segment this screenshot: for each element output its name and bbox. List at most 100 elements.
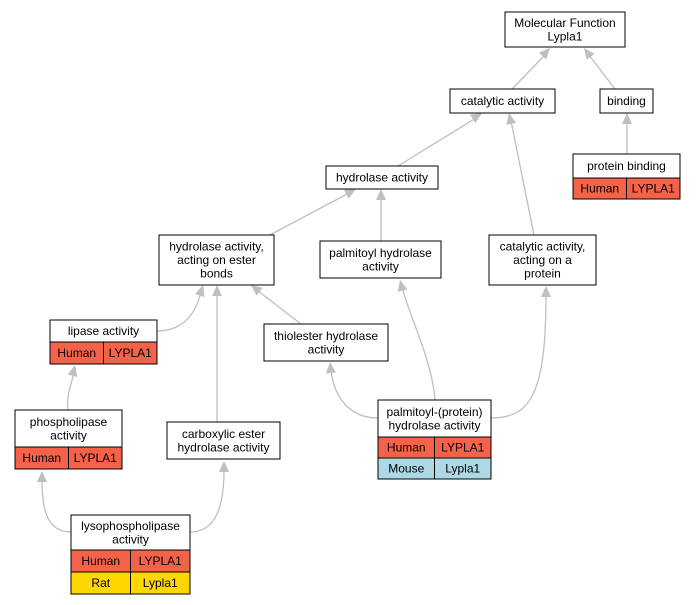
edge-thiolester-to-hydrolase-ester: [251, 285, 302, 325]
edge-palmitoyl-protein-to-thiolester: [325, 362, 379, 419]
node-label: catalytic activity: [461, 94, 544, 108]
node-binding[interactable]: binding: [599, 88, 654, 114]
species-row-mouse: Mouse Lypla1: [377, 457, 492, 480]
node-label: lipase activity: [68, 324, 139, 338]
arrowhead-icon: [397, 280, 408, 292]
edge-line: [66, 371, 75, 411]
arrowhead-icon: [376, 189, 386, 200]
species-row-human: Human LYPLA1: [70, 549, 191, 573]
edge-line: [330, 369, 379, 419]
arrowhead-icon: [251, 285, 263, 296]
edge-line: [267, 192, 350, 237]
arrowhead-icon: [506, 113, 517, 125]
edge-line: [257, 290, 302, 325]
node-hydrolase[interactable]: hydrolase activity: [325, 165, 439, 190]
node-label: acting on a: [513, 253, 572, 267]
gene-label: Lypla1: [143, 576, 178, 590]
node-label: Molecular Function: [514, 16, 615, 30]
gene-label: LYPLA1: [139, 554, 182, 568]
edge-catalytic-protein-to-catalytic: [506, 113, 535, 236]
gene-cell: [626, 177, 681, 200]
node-box: [14, 409, 123, 448]
species-label: Human: [57, 346, 96, 360]
node-box: [572, 153, 681, 179]
edge-line: [397, 117, 477, 167]
gene-label: LYPLA1: [441, 441, 484, 455]
node-label: lysophospholipase: [81, 519, 180, 533]
edge-hydrolase-ester-to-hydrolase: [267, 189, 356, 237]
node-label: binding: [607, 94, 646, 108]
edge-hydrolase-to-catalytic: [397, 113, 482, 167]
edge-line: [41, 479, 72, 533]
node-label: activity: [362, 259, 399, 273]
edge-line: [156, 291, 202, 332]
node-label: hydrolase activity: [177, 440, 269, 454]
edge-lysophospholipase-to-carboxylic: [189, 461, 229, 533]
node-catalytic[interactable]: catalytic activity: [449, 88, 556, 114]
node-palmitoyl-protein[interactable]: palmitoyl-(protein)hydrolase activityHum…: [377, 399, 492, 480]
node-box: [504, 11, 626, 48]
species-label: Human: [22, 451, 61, 465]
node-label: carboxylic ester: [182, 427, 265, 441]
node-label: activity: [50, 428, 87, 442]
edges: [37, 48, 632, 533]
arrowhead-icon: [541, 286, 551, 297]
node-box: [488, 234, 597, 286]
node-label: palmitoyl hydrolase: [329, 246, 432, 260]
gene-cell: [103, 341, 158, 365]
node-box: [166, 421, 281, 460]
node-box: [325, 165, 439, 190]
species-label: Human: [580, 182, 619, 196]
node-label: acting on ester: [177, 253, 256, 267]
arrowhead-icon: [584, 48, 595, 60]
edge-line: [511, 54, 546, 90]
node-label: palmitoyl-(protein): [386, 405, 482, 419]
arrowhead-icon: [219, 461, 229, 472]
arrowhead-icon: [470, 113, 482, 124]
species-row-rat: Rat Lypla1: [70, 571, 191, 595]
gene-cell: [434, 457, 492, 480]
species-label: Rat: [91, 576, 110, 590]
gene-label: Lypla1: [445, 462, 480, 476]
species-row-human: Human LYPLA1: [377, 436, 492, 459]
node-label: activity: [112, 532, 149, 546]
node-label: protein: [524, 267, 561, 281]
edge-protein-binding-to-binding: [622, 113, 632, 154]
node-label: activity: [308, 342, 345, 356]
node-box: [449, 88, 556, 114]
node-box: [377, 399, 492, 438]
node-label: bonds: [200, 267, 233, 281]
arrowhead-icon: [194, 285, 205, 297]
node-box: [263, 323, 389, 362]
species-label: Human: [387, 441, 426, 455]
species-label: Mouse: [388, 462, 424, 476]
arrowhead-icon: [343, 189, 356, 199]
edge-carboxylic-to-hydrolase-ester: [212, 285, 222, 422]
node-label: Lypla1: [548, 29, 583, 43]
gene-cell: [68, 446, 123, 470]
node-label: hydrolase activity,: [169, 240, 263, 254]
species-label: Human: [81, 554, 120, 568]
node-label: thiolester hydrolase: [274, 329, 378, 343]
edge-line: [510, 120, 535, 236]
arrowhead-icon: [325, 362, 336, 374]
arrowhead-icon: [212, 285, 222, 296]
node-label: hydrolase activity: [388, 418, 480, 432]
edge-line: [588, 54, 616, 90]
arrowhead-icon: [622, 113, 632, 124]
